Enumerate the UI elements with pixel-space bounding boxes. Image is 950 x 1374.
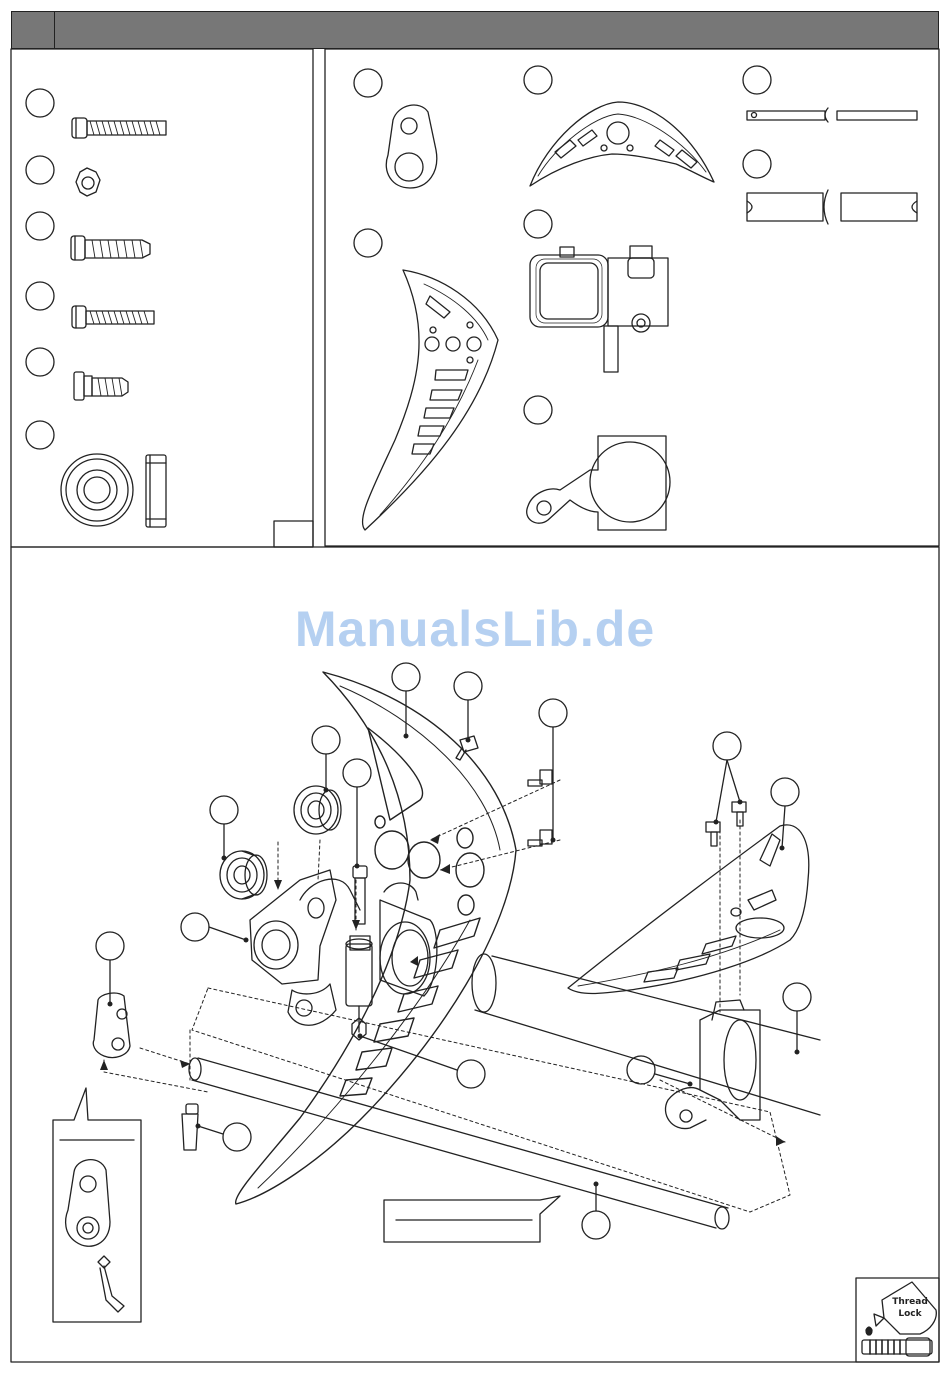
thread-lock-line1: Thread [888, 1296, 932, 1308]
carbon-rod-icon [747, 108, 917, 122]
hex-nut-icon [76, 168, 100, 196]
assembly-area-frame [11, 547, 939, 1362]
assembly-bearing-right [294, 786, 341, 834]
parts-box-small [11, 49, 313, 547]
thread-lock-box [856, 1278, 939, 1362]
tail-gearbox-case-icon [530, 246, 668, 372]
label-callout-box [384, 1196, 560, 1242]
dashed-guide-lines [104, 780, 785, 1142]
arrow-heads [100, 834, 785, 1146]
assembly-screws [456, 736, 746, 846]
assembly-vertical-fin [236, 672, 516, 1204]
tail-fin-plate-icon [530, 102, 714, 186]
long-socket-bolt-icon [72, 306, 154, 328]
parts-box-small-corner [274, 521, 313, 547]
socket-head-bolt-icon [72, 118, 166, 138]
thread-lock-line2: Lock [888, 1308, 932, 1320]
assembly-long-rod [189, 1058, 729, 1229]
thread-lock-label: Thread Lock [888, 1296, 932, 1320]
vertical-fin-icon [362, 270, 498, 530]
assembly-vertical-bolt [353, 866, 367, 924]
tail-link-plate-icon [386, 105, 437, 188]
assembly-gearbox-housing [250, 870, 437, 1025]
detail-callout-box [53, 1088, 141, 1322]
boom-clamp-icon [527, 436, 670, 530]
assembly-small-bolt [182, 1104, 198, 1150]
ball-bearing-icon [61, 454, 166, 527]
assembly-pitch-slider [346, 936, 372, 1040]
boom-tube-icon [747, 190, 917, 224]
flange-screw-icon [74, 372, 128, 400]
assembly-bearing-left [220, 851, 267, 899]
self-tapping-screw-icon [71, 236, 150, 260]
assembly-horizontal-fin [568, 825, 809, 994]
assembly-boom-clamp [665, 1000, 760, 1129]
leader-dots [108, 734, 800, 1187]
callout-circles-small [26, 89, 54, 449]
